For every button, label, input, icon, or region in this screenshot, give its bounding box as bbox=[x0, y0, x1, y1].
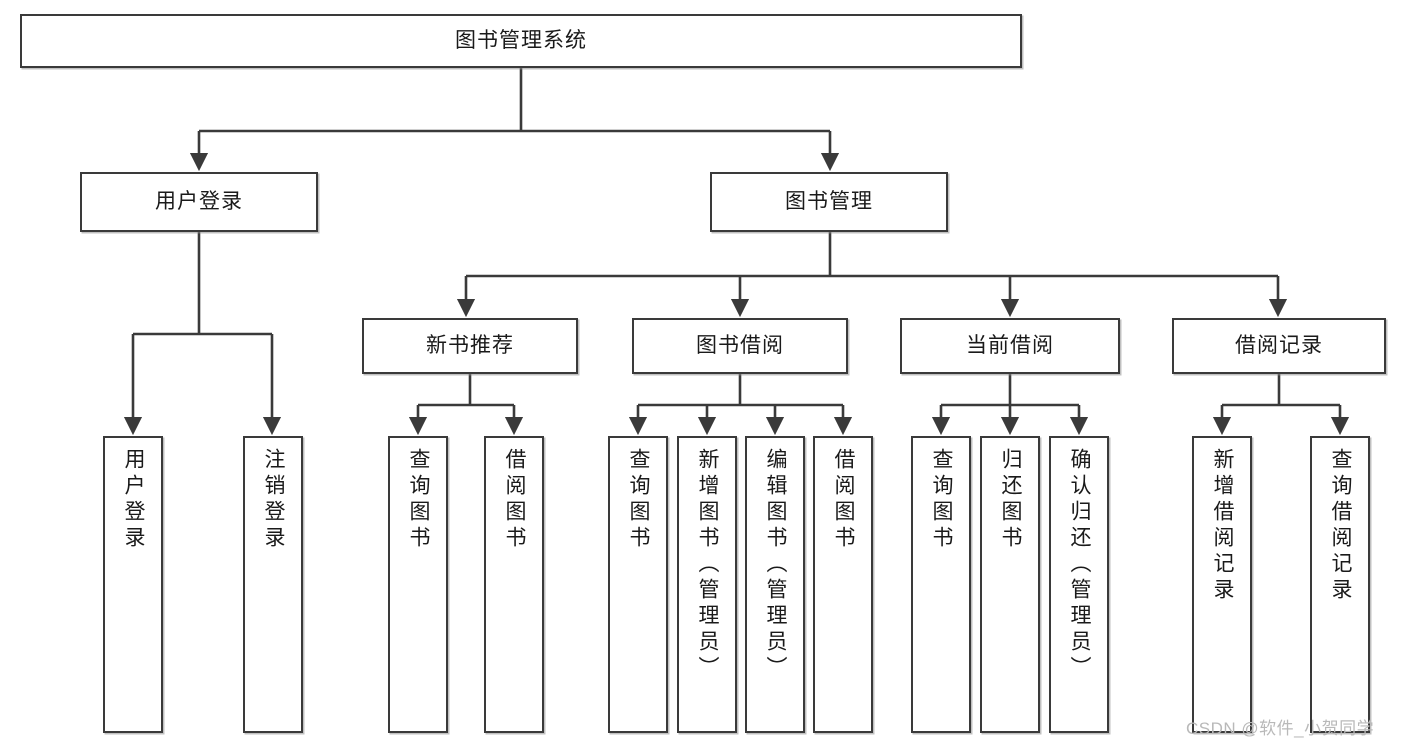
node-leaf-query-record-label: 查询借阅记录 bbox=[1329, 448, 1353, 604]
node-leaf-query-book-1[interactable]: 查询图书 bbox=[388, 436, 448, 733]
node-leaf-borrow-book-1[interactable]: 借阅图书 bbox=[484, 436, 544, 733]
node-leaf-user-logout[interactable]: 注销登录 bbox=[243, 436, 303, 733]
node-leaf-user-logout-label: 注销登录 bbox=[262, 448, 286, 552]
node-leaf-query-book-3-label: 查询图书 bbox=[930, 448, 954, 552]
node-new-book-recommend[interactable]: 新书推荐 bbox=[362, 318, 578, 374]
node-leaf-query-book-2[interactable]: 查询图书 bbox=[608, 436, 668, 733]
node-leaf-add-record[interactable]: 新增借阅记录 bbox=[1192, 436, 1252, 733]
node-leaf-return-book-label: 归还图书 bbox=[999, 448, 1023, 552]
node-borrow-record[interactable]: 借阅记录 bbox=[1172, 318, 1386, 374]
node-book-borrow[interactable]: 图书借阅 bbox=[632, 318, 848, 374]
node-leaf-edit-book[interactable]: 编辑图书（管理员） bbox=[745, 436, 805, 733]
node-leaf-query-book-1-label: 查询图书 bbox=[407, 448, 431, 552]
node-leaf-query-record[interactable]: 查询借阅记录 bbox=[1310, 436, 1370, 733]
node-leaf-query-book-3[interactable]: 查询图书 bbox=[911, 436, 971, 733]
node-current-borrow[interactable]: 当前借阅 bbox=[900, 318, 1120, 374]
node-user-login[interactable]: 用户登录 bbox=[80, 172, 318, 232]
node-leaf-add-book[interactable]: 新增图书（管理员） bbox=[677, 436, 737, 733]
node-book-management-label: 图书管理 bbox=[785, 190, 873, 214]
node-borrow-record-label: 借阅记录 bbox=[1235, 334, 1323, 358]
watermark-text: CSDN @软件_小贺同学 bbox=[1186, 719, 1375, 738]
node-leaf-add-record-label: 新增借阅记录 bbox=[1211, 448, 1235, 604]
node-leaf-borrow-book-2-label: 借阅图书 bbox=[832, 448, 856, 552]
node-book-management[interactable]: 图书管理 bbox=[710, 172, 948, 232]
node-new-book-recommend-label: 新书推荐 bbox=[426, 334, 514, 358]
node-root-system-label: 图书管理系统 bbox=[455, 29, 587, 53]
node-book-borrow-label: 图书借阅 bbox=[696, 334, 784, 358]
node-leaf-confirm-return[interactable]: 确认归还（管理员） bbox=[1049, 436, 1109, 733]
node-leaf-borrow-book-1-label: 借阅图书 bbox=[503, 448, 527, 552]
node-user-login-label: 用户登录 bbox=[155, 190, 243, 214]
node-leaf-borrow-book-2[interactable]: 借阅图书 bbox=[813, 436, 873, 733]
node-leaf-user-login-label: 用户登录 bbox=[122, 448, 146, 552]
node-leaf-return-book[interactable]: 归还图书 bbox=[980, 436, 1040, 733]
node-leaf-add-book-label: 新增图书（管理员） bbox=[696, 448, 720, 682]
node-leaf-query-book-2-label: 查询图书 bbox=[627, 448, 651, 552]
node-root-system[interactable]: 图书管理系统 bbox=[20, 14, 1022, 68]
node-current-borrow-label: 当前借阅 bbox=[966, 334, 1054, 358]
node-leaf-edit-book-label: 编辑图书（管理员） bbox=[764, 448, 788, 682]
node-leaf-confirm-return-label: 确认归还（管理员） bbox=[1068, 448, 1092, 682]
node-leaf-user-login[interactable]: 用户登录 bbox=[103, 436, 163, 733]
